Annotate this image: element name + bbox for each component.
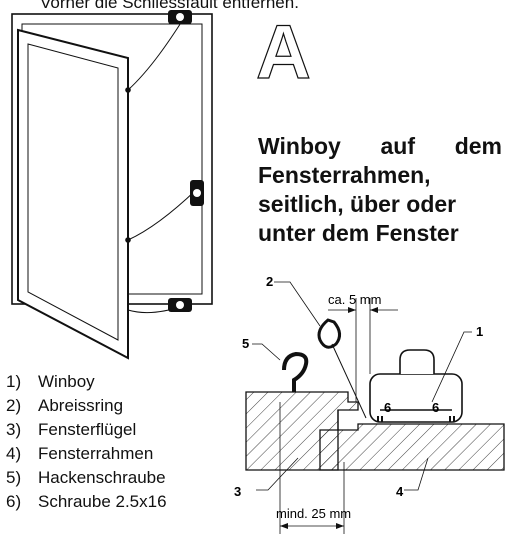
callout-4: 4 bbox=[396, 484, 404, 499]
top-caption: Vorher die Schliessfault entfernen. bbox=[40, 0, 299, 12]
hook-screw bbox=[282, 351, 309, 392]
pull-string-middle bbox=[127, 189, 197, 241]
legend-item: 5)Hackenschraube bbox=[6, 468, 166, 487]
legend-item: 6)Schraube 2.5x16 bbox=[6, 492, 167, 511]
heading-line-2: Fensterrahmen, bbox=[258, 162, 431, 188]
pull-ring-middle bbox=[125, 237, 131, 243]
pull-ring-wire bbox=[331, 343, 367, 419]
heading-word-3: dem bbox=[454, 133, 502, 159]
window-glass bbox=[27, 43, 119, 341]
heading-line-1: Winboy auf dem bbox=[258, 132, 502, 161]
callout-6-left: 6 bbox=[384, 400, 391, 415]
winboy-device-middle bbox=[190, 180, 204, 206]
callout-2: 2 bbox=[266, 274, 273, 289]
winboy-device-bottom bbox=[168, 298, 192, 312]
svg-text:A: A bbox=[256, 14, 311, 84]
dimension-gap-label: ca. 5 mm bbox=[328, 292, 381, 307]
pull-string-top bbox=[127, 17, 185, 91]
callout-6-right: 6 bbox=[432, 400, 439, 415]
dimension-min-label: mind. 25 mm bbox=[276, 506, 351, 521]
heading-line-3: seitlich, über oder bbox=[258, 191, 457, 217]
pull-ring bbox=[317, 318, 341, 349]
section-letter-outline: A bbox=[255, 14, 311, 84]
heading-word-2: auf bbox=[380, 133, 416, 159]
cross-section-diagram: 2 1 5 6 6 3 4 ca. 5 mm mind. 25 mm bbox=[234, 274, 505, 534]
window-illustration bbox=[11, 10, 213, 360]
pull-ring-top bbox=[125, 87, 131, 93]
legend-item: 3)Fensterflügel bbox=[6, 420, 137, 439]
winboy-device-top bbox=[168, 10, 192, 24]
legend-item: 4)Fensterrahmen bbox=[6, 444, 154, 463]
legend-item: 2)Abreissring bbox=[6, 396, 124, 415]
frame-section bbox=[319, 423, 505, 471]
callout-3: 3 bbox=[234, 484, 241, 499]
window-sash bbox=[17, 28, 129, 360]
heading: Winboy auf dem Fensterrahmen, seitlich, … bbox=[258, 132, 502, 248]
callout-5: 5 bbox=[242, 336, 249, 351]
heading-word-1: Winboy bbox=[258, 133, 341, 159]
heading-line-4: unter dem Fenster bbox=[258, 220, 459, 246]
callout-1: 1 bbox=[476, 324, 483, 339]
legend-item: 1)Winboy bbox=[6, 372, 95, 391]
legend: 1)Winboy 2)Abreissring 3)Fensterflügel 4… bbox=[6, 370, 167, 514]
